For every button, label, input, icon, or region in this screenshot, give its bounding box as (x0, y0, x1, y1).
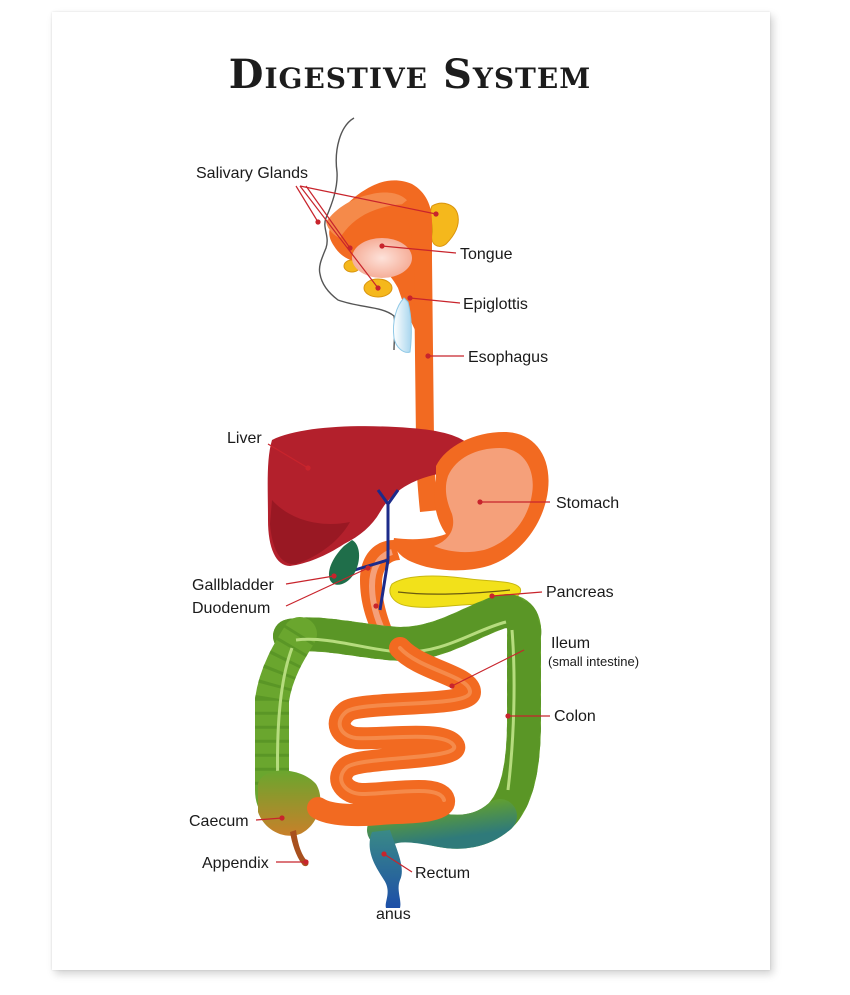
small-intestine-shape (307, 637, 481, 827)
colon-shape (255, 594, 542, 849)
face-profile-outline (318, 117, 396, 351)
label-colon: Colon (554, 708, 596, 725)
label-tongue: Tongue (460, 246, 513, 263)
label-stomach: Stomach (556, 495, 619, 512)
label-ileum-note: (small intestine) (548, 654, 639, 669)
leader-lines (255, 185, 550, 873)
stomach-inner (434, 448, 533, 553)
label-liver: Liver (227, 430, 262, 447)
rectum-shape (369, 830, 402, 908)
label-caecum: Caecum (189, 813, 249, 830)
duodenum-inner (368, 549, 394, 640)
label-pancreas: Pancreas (546, 584, 614, 601)
leader-dots (279, 211, 511, 865)
label-rectum: Rectum (415, 865, 470, 882)
appendix-shape (290, 830, 309, 867)
gallbladder-shape (328, 540, 360, 585)
epiglottis-shape (393, 297, 412, 353)
label-anus: anus (376, 906, 411, 923)
label-salivary-glands: Salivary Glands (196, 165, 308, 182)
pancreatic-duct (397, 589, 511, 595)
label-epiglottis: Epiglottis (463, 296, 528, 313)
label-gallbladder: Gallbladder (192, 577, 275, 594)
liver-shadow (270, 500, 350, 565)
label-duodenum: Duodenum (192, 600, 270, 617)
label-esophagus: Esophagus (468, 349, 548, 366)
page-title: Digestive System (229, 51, 591, 98)
label-appendix: Appendix (202, 855, 269, 872)
label-ileum: Ileum (551, 635, 590, 652)
caecum-shape (258, 770, 321, 836)
